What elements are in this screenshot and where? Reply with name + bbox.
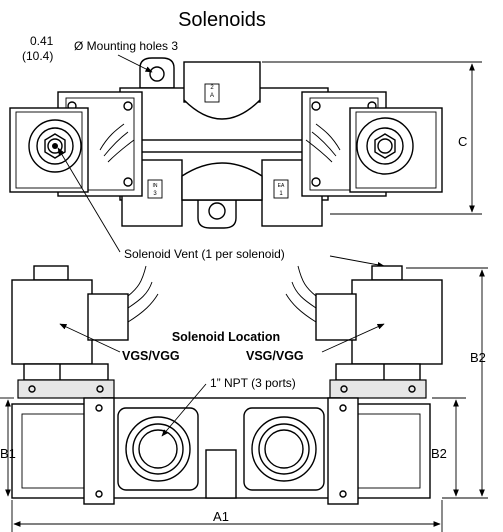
top-view: 2 A IN 3 EA 1	[9, 34, 482, 229]
dim-c-label: C	[458, 134, 467, 149]
port-ea-label: EA	[278, 183, 285, 189]
port-in-label: IN	[153, 183, 158, 189]
port-ea-number: 1	[279, 191, 283, 197]
right-model-label: VSG/VGG	[246, 349, 304, 363]
mount-dim-inches: 0.41	[30, 34, 54, 48]
port-in-number: 3	[153, 191, 157, 197]
vent-label: Solenoid Vent (1 per solenoid)	[124, 247, 285, 261]
dim-b1-label: B1	[0, 446, 16, 461]
dim-b2-lower-label: B2	[431, 446, 447, 461]
left-model-label: VGS/VGG	[122, 349, 180, 363]
solenoid-location-label: Solenoid Location	[172, 330, 280, 344]
vent-callout: Solenoid Vent (1 per solenoid)	[57, 147, 385, 268]
npt-label: 1” NPT (3 ports)	[210, 376, 296, 390]
front-view: Solenoid Location VGS/VGG VSG/VGG 1” NPT…	[0, 265, 488, 532]
port-2-label: 2	[210, 85, 214, 91]
dim-b2-upper-label: B2	[470, 350, 486, 365]
diagram-title: Solenoids	[178, 9, 266, 31]
mount-dim-mm: (10.4)	[22, 49, 53, 63]
mount-holes-label: Ø Mounting holes 3	[74, 39, 178, 53]
dim-a1-label: A1	[213, 509, 229, 524]
port-2-sublabel: A	[210, 93, 214, 99]
